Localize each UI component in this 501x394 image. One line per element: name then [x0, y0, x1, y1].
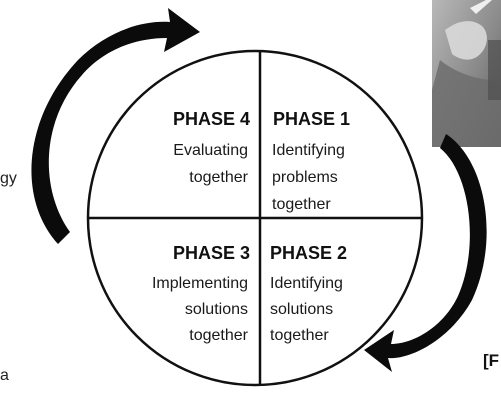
phase-2-line-1: Identifying [270, 275, 343, 292]
phase-2-title: PHASE 2 [270, 243, 347, 263]
phase-1-block: PHASE 1 Identifying problems together [272, 109, 350, 213]
cycle-arrow-top-left [31, 8, 200, 244]
cycle-arrow-bottom-right [364, 134, 487, 372]
phase-2-block: PHASE 2 Identifying solutions together [270, 243, 347, 344]
phase-3-line-1: Implementing [152, 275, 248, 292]
phase-3-title: PHASE 3 [173, 243, 250, 263]
photo-thumbnail [432, 0, 501, 147]
phase-3-line-3: together [189, 327, 248, 344]
phase-1-line-1: Identifying [272, 142, 345, 159]
phase-3-line-2: solutions [185, 301, 248, 318]
phase-1-line-3: together [272, 196, 331, 213]
phase-2-line-3: together [270, 327, 329, 344]
phase-1-title: PHASE 1 [273, 109, 350, 129]
cropped-text-left-upper: gy [0, 170, 17, 187]
phase-2-line-2: solutions [270, 301, 333, 318]
phase-4-line-2: together [189, 169, 248, 186]
phase-4-title: PHASE 4 [173, 109, 250, 129]
cropped-text-right-bottom: [F [483, 351, 499, 370]
phase-4-block: PHASE 4 Evaluating together [173, 109, 250, 186]
cropped-text-left-lower: a [0, 367, 9, 384]
phase-3-block: PHASE 3 Implementing solutions together [152, 243, 250, 344]
phase-4-line-1: Evaluating [173, 142, 248, 159]
phase-1-line-2: problems [272, 169, 338, 186]
